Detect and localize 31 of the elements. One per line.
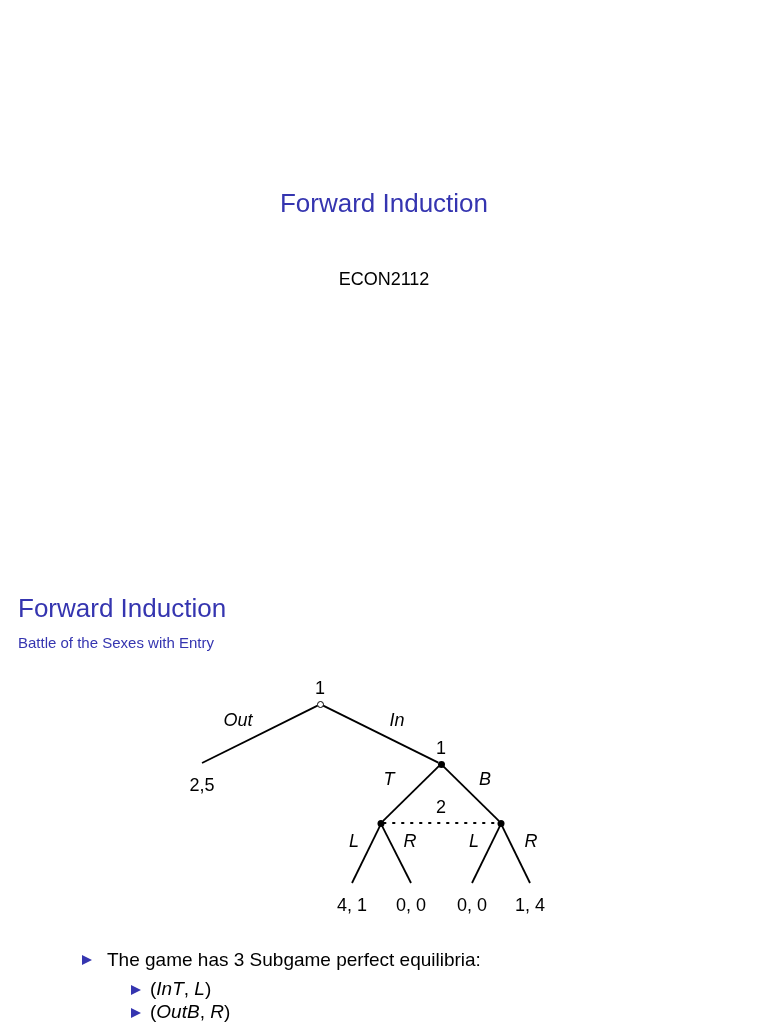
action-label: L [349,830,359,852]
branch-line [201,704,319,764]
payoff-label: 4, 1 [337,894,367,916]
player-label: 1 [315,676,325,699]
player-label: 1 [436,736,446,759]
action-label: T [383,768,395,790]
branch-line [442,765,500,822]
payoff-label: 1, 4 [515,894,545,916]
branch-line [351,824,381,884]
branch-line [501,824,531,884]
branch-line [381,824,412,884]
action-label: B [479,768,491,790]
action-label: R [524,830,538,852]
action-label: L [469,830,479,852]
slide-subtitle: Battle of the Sexes with Entry [18,633,214,653]
action-label: Out [223,709,253,731]
payoff-label: 2,5 [189,774,215,796]
bullet-text: The game has 3 Subgame perfect equilibria: [107,948,481,972]
player-label: 2 [436,796,446,818]
branch-line [321,704,440,764]
slide-title: Forward Induction [18,592,227,625]
slide-title: Forward Induction [278,187,490,220]
course-code: ECON2112 [337,268,431,291]
bullet-text: (InT, L) [150,977,212,1001]
branch-line [382,765,440,822]
payoff-label: 0, 0 [457,894,487,916]
branch-line [471,824,501,884]
payoff-label: 0, 0 [396,894,426,916]
action-label: R [403,830,417,852]
bullet-text: (OutB, R) [150,1000,231,1024]
action-label: In [389,709,405,731]
